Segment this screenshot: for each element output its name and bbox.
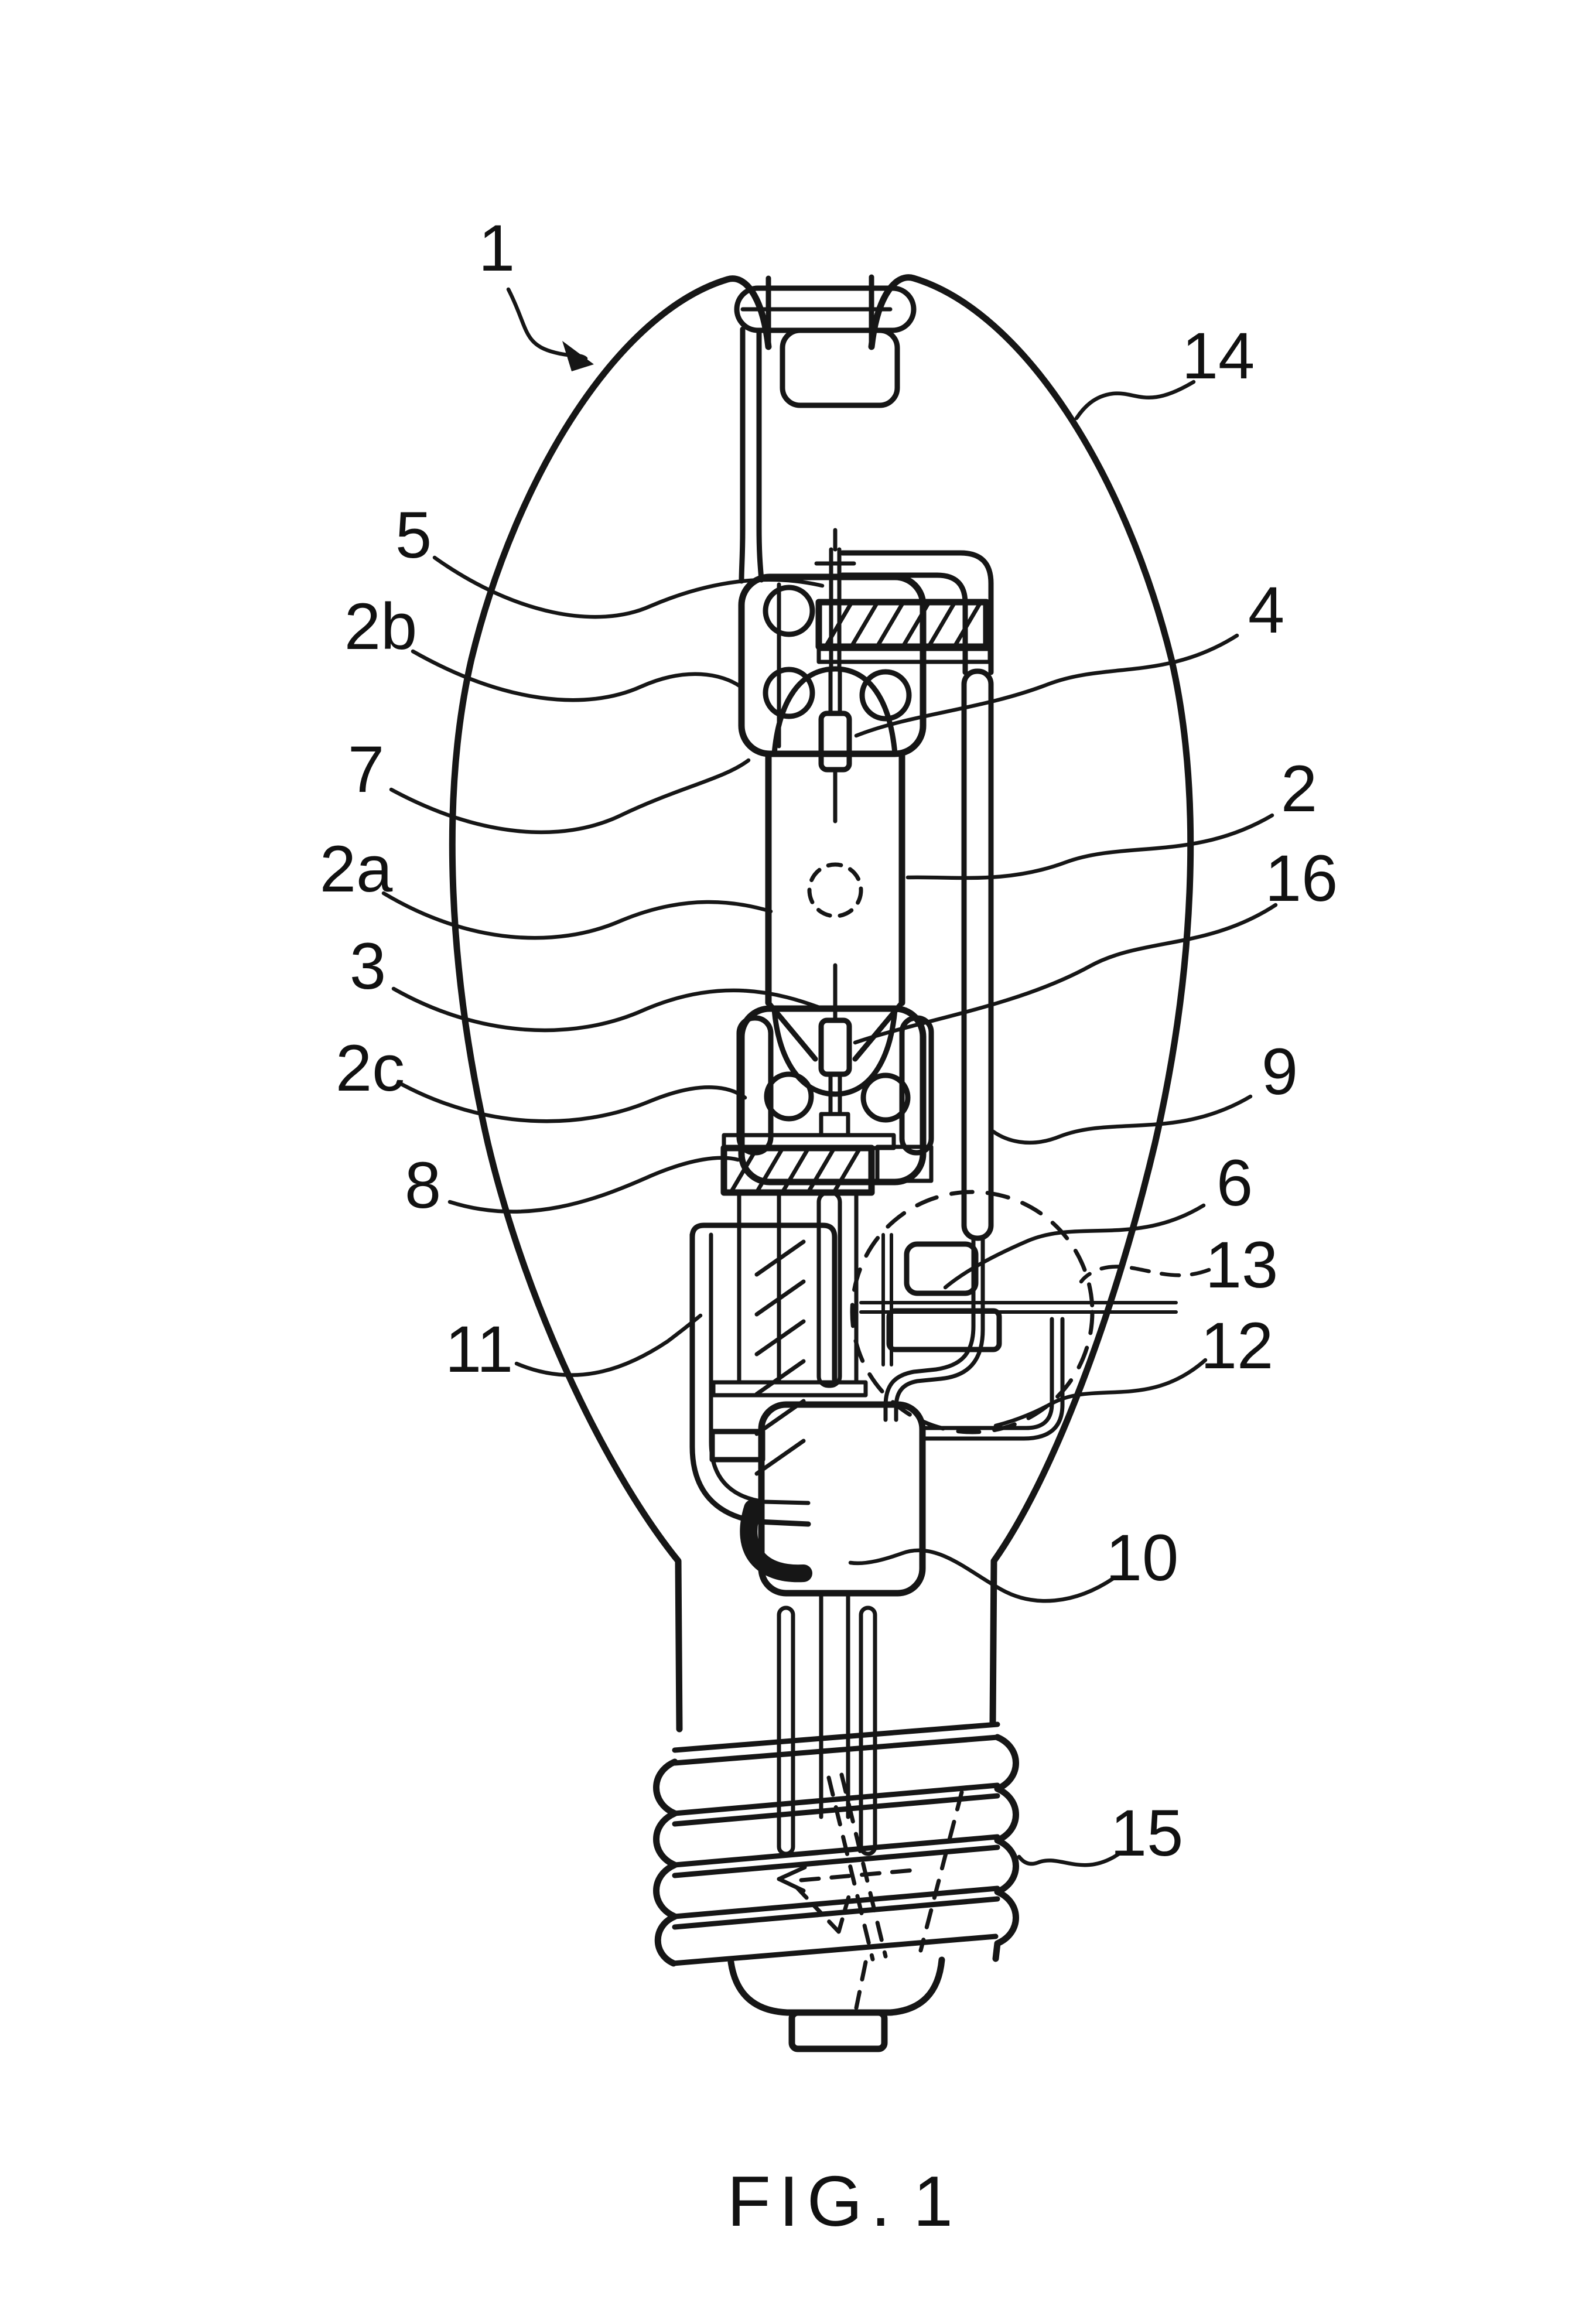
stem-tab (709, 1429, 765, 1463)
top-support-clip (734, 285, 917, 584)
ref-label-2a: 2a (320, 832, 393, 906)
ref-label-13: 13 (1205, 1228, 1279, 1301)
lower-bracket-hole (860, 1072, 911, 1123)
getter-box (904, 1241, 979, 1296)
ref-label-3: 3 (350, 930, 386, 1003)
stem-weld-hook (740, 1499, 812, 1583)
thread-ridges (671, 1782, 1000, 1966)
bulb-outline-left (449, 275, 772, 1733)
leader-8 (447, 1156, 740, 1214)
base-top-edge (672, 1734, 1000, 1766)
upper-seal-block (815, 599, 990, 650)
lower-seal-clamp (875, 1145, 934, 1183)
leader-10 (848, 1548, 1116, 1603)
base-dashed-leads (777, 1772, 964, 2010)
ref-label-15: 15 (1110, 1796, 1184, 1870)
ref-label-2b: 2b (344, 590, 418, 663)
upper-bracket-hole (763, 667, 815, 719)
ref-label-4: 4 (1248, 573, 1284, 647)
ref-label-5: 5 (395, 498, 432, 572)
leader-12 (993, 1358, 1208, 1428)
caption-fig-number: 1 (913, 2161, 961, 2241)
leader-14 (1074, 380, 1196, 421)
ref-label-11: 11 (445, 1313, 513, 1386)
lower-electrode-coil (818, 1017, 852, 1077)
lower-electrode-holder (819, 1112, 850, 1137)
ref-label-6: 6 (1216, 1146, 1253, 1219)
bulb-outline-right (868, 274, 1194, 1727)
ref-label-8: 8 (405, 1149, 441, 1222)
leader-2 (905, 813, 1274, 880)
leader-7 (389, 758, 751, 835)
ref-label-1: 1 (479, 211, 515, 285)
rod-to-stem-wire (883, 1237, 976, 1422)
getter-dashed-circle (850, 1190, 1095, 1434)
screw-base (653, 1721, 1019, 2052)
base-profile-right (992, 1734, 1019, 1962)
anchor-bridge (711, 1380, 868, 1398)
upper-bracket-hole (763, 585, 815, 637)
leader-6 (943, 1203, 1206, 1290)
leader-16 (853, 903, 1278, 1045)
support-tongue (816, 1190, 842, 1388)
clip-hook (780, 327, 900, 408)
feed-jog-inner (839, 572, 968, 675)
lower-seal-hatched (720, 1145, 875, 1196)
leader-lines (381, 287, 1278, 1867)
leader-5 (432, 555, 825, 619)
leader-1-arrowhead (562, 341, 594, 371)
stem-press (758, 1401, 926, 1597)
leader-13-dashed (1079, 1265, 1211, 1284)
reference-labels: 1 14 5 2b 4 7 2a 2 16 3 2c 9 8 6 13 11 1… (320, 211, 1338, 1870)
leader-11 (514, 1313, 703, 1377)
ref-label-12: 12 (1201, 1309, 1274, 1382)
ref-label-7: 7 (348, 733, 384, 806)
base-insulator (727, 1956, 945, 2016)
fill-dot-dashed (807, 862, 863, 918)
leader-2c (396, 1080, 747, 1123)
ref-label-2: 2 (1281, 752, 1317, 825)
upper-mount (738, 528, 992, 824)
bulb-envelope (449, 274, 1194, 1733)
upper-seal-hatched (815, 599, 990, 650)
base-contact (788, 2009, 888, 2052)
base-profile-left (653, 1758, 678, 1967)
leader-15 (1017, 1851, 1122, 1867)
leader-4 (854, 633, 1239, 738)
heat-shield-top (689, 1222, 838, 1382)
figure-caption: FIG. 1 (727, 2161, 961, 2241)
stem-assembly (689, 1190, 1178, 1856)
side-support-rod (961, 668, 994, 1241)
leader-9 (991, 1094, 1253, 1145)
upper-electrode-coil (818, 710, 852, 773)
feed-jog-outer (839, 550, 994, 675)
ref-label-10: 10 (1106, 1521, 1179, 1594)
leader-3 (391, 986, 825, 1033)
frame-wire-left-inner (756, 327, 764, 583)
caption-fig-text: FIG. (727, 2161, 898, 2241)
lower-mount (720, 963, 934, 1196)
ref-label-2c: 2c (336, 1031, 405, 1105)
ref-label-14: 14 (1182, 319, 1255, 392)
outer-lead-wire (922, 1317, 1065, 1441)
lead-wire-right (859, 1605, 877, 1856)
ref-label-9: 9 (1262, 1035, 1298, 1108)
frame-wire-left-outer (739, 326, 746, 584)
arc-tube-upper-dome (771, 666, 898, 757)
upper-bracket-hole (859, 669, 912, 722)
leader-1 (506, 287, 588, 361)
lower-seal-block (720, 1145, 875, 1196)
ref-label-16: 16 (1265, 842, 1338, 915)
base-top-edge (672, 1721, 1000, 1753)
lower-bracket-hole (764, 1071, 814, 1122)
leader-2b (411, 649, 743, 702)
leader-2a (381, 891, 773, 940)
arc-tube-lower-dome (771, 1007, 898, 1097)
